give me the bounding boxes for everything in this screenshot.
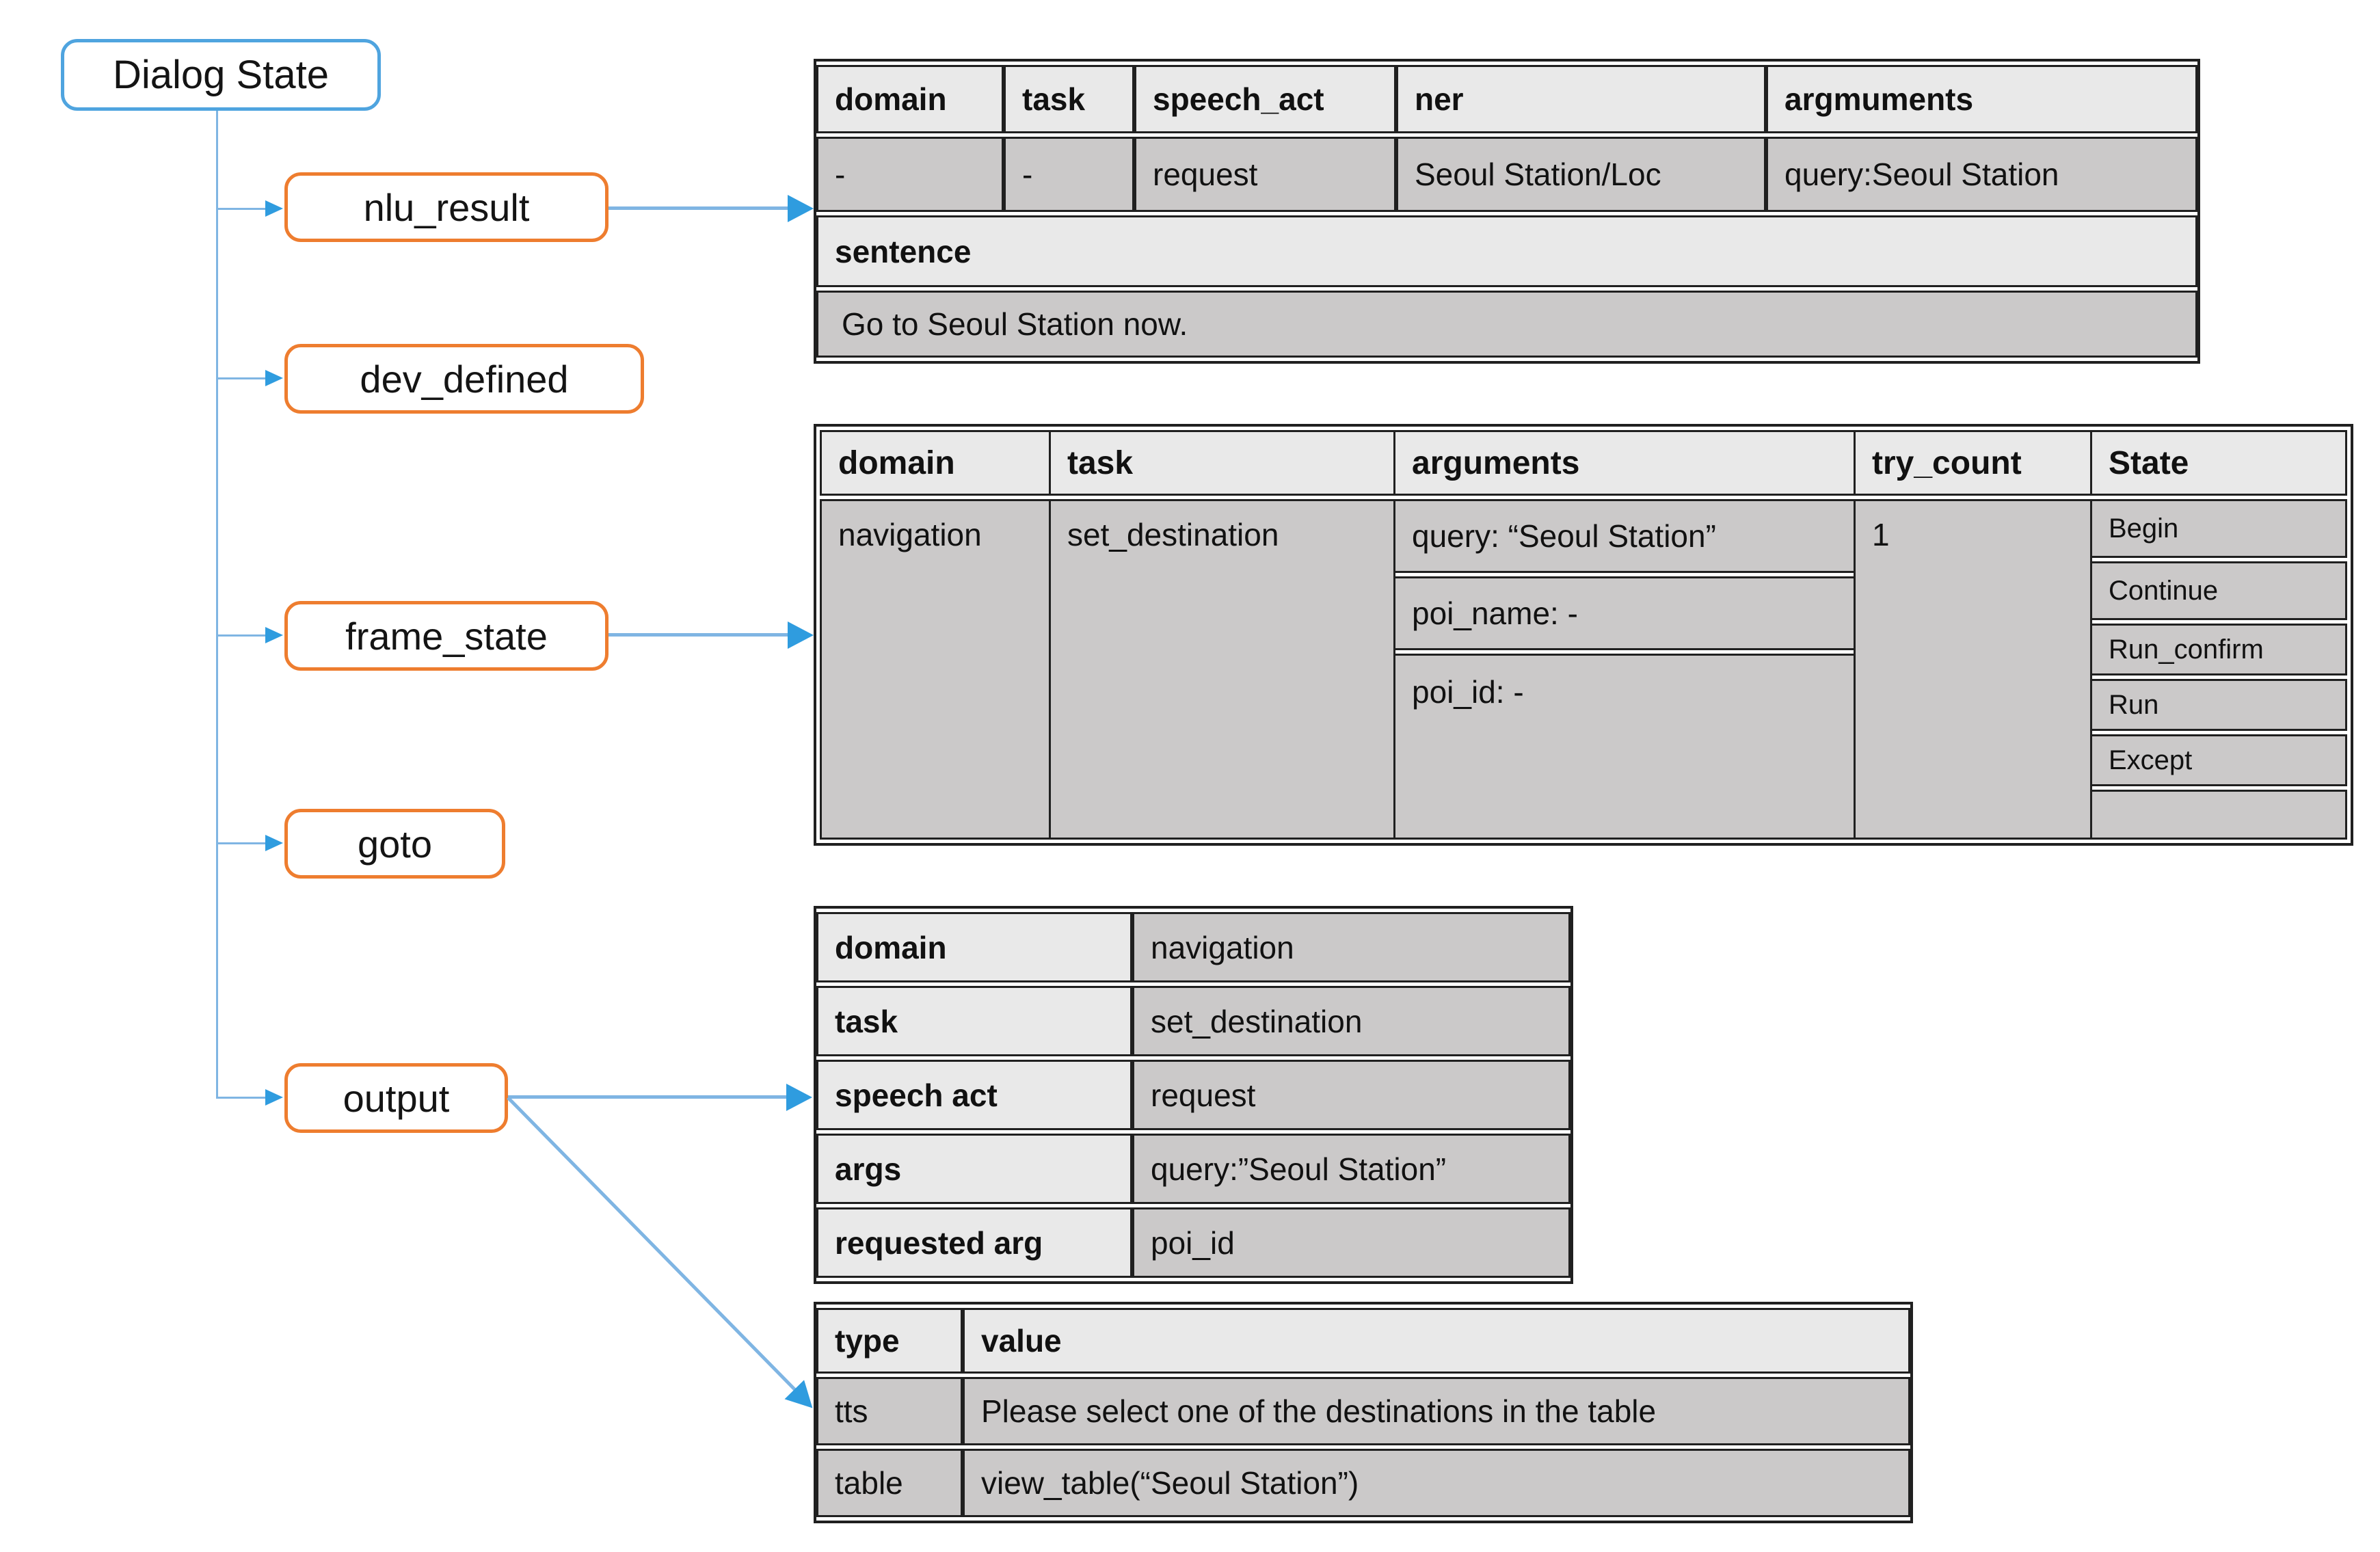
node-nlu-result: nlu_result bbox=[284, 172, 609, 242]
output-row-domain: domain navigation bbox=[816, 912, 1570, 982]
frame-col-try-count: try_count 1 bbox=[1854, 430, 2092, 840]
arrow-line-frame-table bbox=[609, 633, 789, 637]
frame-state-filler bbox=[2090, 790, 2347, 840]
frame-state-begin: Begin bbox=[2090, 499, 2347, 558]
nlu-header-arguments: argmuments bbox=[1766, 65, 2197, 133]
branch-arrow-icon-dev bbox=[265, 370, 283, 386]
nlu-result-table: domain task speech_act ner argmuments - … bbox=[814, 59, 2200, 364]
nlu-sentence-value: Go to Seoul Station now. bbox=[816, 291, 2197, 358]
result-row-table: table view_table(“Seoul Station”) bbox=[816, 1449, 1910, 1517]
nlu-header-row: domain task speech_act ner argmuments bbox=[816, 65, 2197, 133]
node-output: output bbox=[284, 1063, 508, 1133]
branch-arrow-icon-goto bbox=[265, 835, 283, 851]
frame-col-domain: domain navigation bbox=[820, 430, 1051, 840]
output-value-args: query:”Seoul Station” bbox=[1132, 1134, 1570, 1204]
frame-state-run-confirm: Run_confirm bbox=[2090, 624, 2347, 675]
result-value-tts: Please select one of the destinations in… bbox=[963, 1377, 1910, 1445]
nlu-sentence-value-row: Go to Seoul Station now. bbox=[816, 291, 2197, 358]
arrow-line-output-table bbox=[508, 1095, 788, 1099]
frame-col-task: task set_destination bbox=[1049, 430, 1395, 840]
frame-header-task: task bbox=[1049, 430, 1395, 496]
nlu-cell-domain: - bbox=[816, 137, 1004, 212]
branch-line-goto bbox=[216, 842, 265, 844]
branch-arrow-icon-nlu bbox=[265, 200, 283, 217]
result-header-row: type value bbox=[816, 1308, 1910, 1374]
nlu-header-domain: domain bbox=[816, 65, 1004, 133]
trunk-line bbox=[216, 111, 218, 1099]
dialog-state-node: Dialog State bbox=[61, 39, 381, 111]
nlu-header-speech-act: speech_act bbox=[1134, 65, 1396, 133]
frame-header-domain: domain bbox=[820, 430, 1051, 496]
branch-line-dev bbox=[216, 377, 265, 379]
output-value-requested-arg: poi_id bbox=[1132, 1207, 1570, 1278]
frame-cell-arg-poi-name: poi_name: - bbox=[1393, 576, 1856, 650]
arrowhead-icon-nlu-table bbox=[788, 195, 814, 222]
frame-col-arguments: arguments query: “Seoul Station” poi_nam… bbox=[1393, 430, 1856, 840]
nlu-header-ner: ner bbox=[1396, 65, 1766, 133]
output-row-task: task set_destination bbox=[816, 986, 1570, 1056]
frame-cell-arg-poi-id: poi_id: - bbox=[1393, 654, 1856, 840]
node-goto-label: goto bbox=[358, 822, 432, 866]
frame-header-state: State bbox=[2090, 430, 2347, 496]
nlu-header-task: task bbox=[1004, 65, 1134, 133]
frame-header-try-count: try_count bbox=[1854, 430, 2092, 496]
frame-state-continue: Continue bbox=[2090, 561, 2347, 620]
output-table: domain navigation task set_destination s… bbox=[814, 906, 1573, 1284]
dialog-state-label: Dialog State bbox=[113, 53, 329, 97]
output-row-requested-arg: requested arg poi_id bbox=[816, 1207, 1570, 1278]
arrow-line-output-result-table bbox=[507, 1096, 823, 1418]
arrow-line-nlu-table bbox=[609, 206, 789, 210]
node-frame-state: frame_state bbox=[284, 601, 609, 671]
result-header-type: type bbox=[816, 1308, 963, 1374]
output-row-speech-act: speech act request bbox=[816, 1060, 1570, 1130]
output-label-args: args bbox=[816, 1134, 1132, 1204]
branch-arrow-icon-output bbox=[265, 1089, 283, 1106]
node-goto: goto bbox=[284, 809, 505, 879]
node-dev-defined-label: dev_defined bbox=[360, 357, 569, 401]
branch-line-output bbox=[216, 1097, 265, 1099]
frame-cell-domain: navigation bbox=[820, 499, 1051, 840]
nlu-value-row: - - request Seoul Station/Loc query:Seou… bbox=[816, 137, 2197, 212]
output-label-speech-act: speech act bbox=[816, 1060, 1132, 1130]
branch-arrow-icon-frame bbox=[265, 627, 283, 643]
output-value-speech-act: request bbox=[1132, 1060, 1570, 1130]
nlu-sentence-header-row: sentence bbox=[816, 215, 2197, 287]
output-label-task: task bbox=[816, 986, 1132, 1056]
branch-line-frame bbox=[216, 634, 265, 637]
arrowhead-icon-output-table bbox=[786, 1084, 812, 1111]
frame-header-arguments: arguments bbox=[1393, 430, 1856, 496]
frame-cell-arg-query: query: “Seoul Station” bbox=[1393, 499, 1856, 573]
result-type-tts: tts bbox=[816, 1377, 963, 1445]
frame-cell-task: set_destination bbox=[1049, 499, 1395, 840]
output-result-table: type value tts Please select one of the … bbox=[814, 1302, 1913, 1523]
nlu-cell-arguments: query:Seoul Station bbox=[1766, 137, 2197, 212]
output-label-requested-arg: requested arg bbox=[816, 1207, 1132, 1278]
frame-state-except: Except bbox=[2090, 734, 2347, 786]
result-header-value: value bbox=[963, 1308, 1910, 1374]
nlu-cell-task: - bbox=[1004, 137, 1134, 212]
frame-state-table: domain navigation task set_destination a… bbox=[814, 424, 2353, 846]
branch-line-nlu bbox=[216, 208, 265, 210]
output-row-args: args query:”Seoul Station” bbox=[816, 1134, 1570, 1204]
output-value-task: set_destination bbox=[1132, 986, 1570, 1056]
node-dev-defined: dev_defined bbox=[284, 344, 644, 414]
nlu-sentence-header: sentence bbox=[816, 215, 2197, 287]
nlu-cell-speech-act: request bbox=[1134, 137, 1396, 212]
node-frame-state-label: frame_state bbox=[345, 614, 548, 658]
frame-state-run: Run bbox=[2090, 679, 2347, 731]
arrowhead-icon-frame-table bbox=[788, 621, 814, 649]
node-nlu-result-label: nlu_result bbox=[363, 185, 530, 229]
output-label-domain: domain bbox=[816, 912, 1132, 982]
frame-cell-try-count: 1 bbox=[1854, 499, 2092, 840]
result-type-table: table bbox=[816, 1449, 963, 1517]
nlu-cell-ner: Seoul Station/Loc bbox=[1396, 137, 1766, 212]
output-value-domain: navigation bbox=[1132, 912, 1570, 982]
node-output-label: output bbox=[343, 1076, 450, 1120]
result-row-tts: tts Please select one of the destination… bbox=[816, 1377, 1910, 1445]
frame-col-state: State Begin Continue Run_confirm Run Exc… bbox=[2090, 430, 2347, 840]
result-value-table: view_table(“Seoul Station”) bbox=[963, 1449, 1910, 1517]
